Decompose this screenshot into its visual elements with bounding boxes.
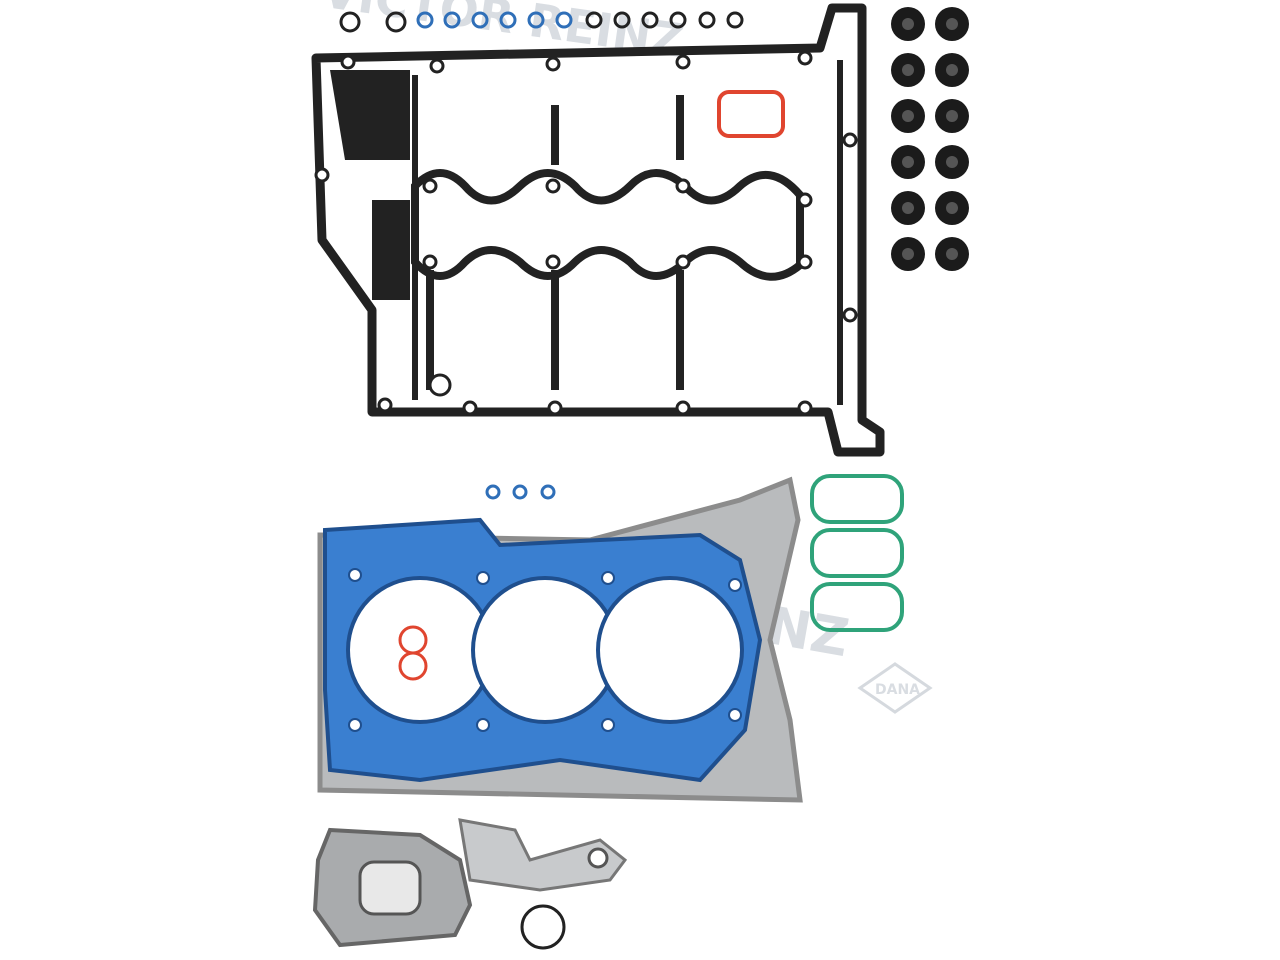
gasket-solid-section: [330, 70, 410, 160]
valve-stem-seal: [891, 99, 925, 133]
valve-stem-seal: [891, 7, 925, 41]
valve-stem-seal: [935, 7, 969, 41]
valve-stem-seal: [935, 145, 969, 179]
valve-cover-gasket: [311, 3, 885, 457]
valve-stem-seal: [935, 99, 969, 133]
o-ring: [726, 11, 744, 29]
valve-stem-seal: [935, 191, 969, 225]
green-intake-seals: [810, 474, 904, 632]
valve-stem-seal: [891, 145, 925, 179]
o-ring: [641, 11, 659, 29]
o-ring: [416, 11, 434, 29]
valve-stem-seal: [935, 53, 969, 87]
o-ring: [385, 11, 407, 33]
valve-stem-seal: [891, 237, 925, 271]
red-figure-eight-seal: [398, 625, 428, 681]
top-o-ring-row: [339, 11, 744, 33]
red-rectangular-seal: [717, 90, 785, 138]
o-ring: [339, 11, 361, 33]
watermark-dana-logo: DANA: [857, 662, 933, 714]
small-blue-o-rings: [485, 484, 556, 500]
o-ring: [471, 11, 489, 29]
o-ring: [499, 11, 517, 29]
cylinder-bore: [596, 576, 744, 724]
o-ring: [585, 11, 603, 29]
valve-stem-seal: [891, 191, 925, 225]
o-ring: [613, 11, 631, 29]
exhaust-heat-shield: [312, 818, 628, 948]
cylinder-bore: [471, 576, 619, 724]
valve-stem-seal: [935, 237, 969, 271]
cylinder-head-gasket: [317, 476, 803, 803]
o-ring: [443, 11, 461, 29]
o-ring: [698, 11, 716, 29]
valve-stem-seal: [891, 53, 925, 87]
large-o-ring: [520, 904, 566, 950]
o-ring: [669, 11, 687, 29]
valve-stem-seals: [891, 7, 969, 271]
o-ring: [555, 11, 573, 29]
o-ring: [527, 11, 545, 29]
watermark-logo-text: DANA: [875, 682, 920, 698]
